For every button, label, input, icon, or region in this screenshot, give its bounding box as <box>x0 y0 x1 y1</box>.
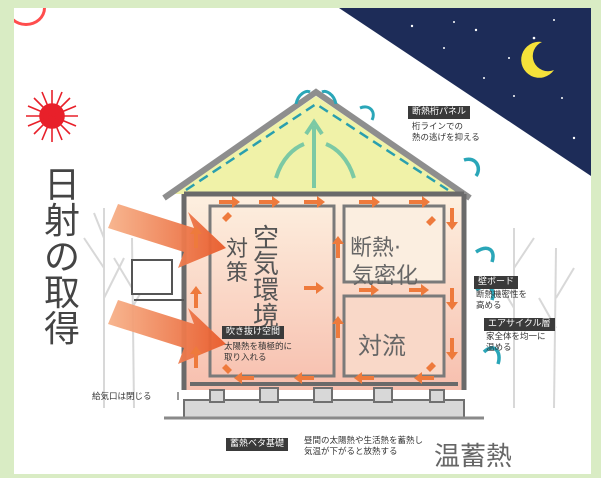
foundation-note: 昼間の太陽熱や生活熱を蓄熱し 気温が下がると放熱する <box>304 436 424 457</box>
wall-board-note: 断熱機密性を 高める <box>476 290 528 311</box>
wall-board-label: 壁ボード <box>474 276 519 289</box>
solar-ray-upper <box>108 204 226 268</box>
atrium-note: 太陽熱を積極的に 取り入れる <box>224 342 293 363</box>
foundation-slab <box>183 387 465 419</box>
moon-icon <box>521 41 554 78</box>
roof-air-layer <box>185 102 449 192</box>
air-cycle-note: 家全体を均一に 温める <box>486 332 546 353</box>
air-environment-text: 空 気 環 境 <box>252 224 279 332</box>
measures-text: 対 策 <box>225 237 248 286</box>
attic <box>174 96 460 194</box>
ridge-vent-arrows <box>294 90 375 121</box>
window <box>131 259 173 295</box>
solar-gain-title: 日 射 の 取 得 <box>43 165 80 350</box>
heat-storage-text: 温蓄熱 <box>434 442 513 472</box>
air-cycle-arrows <box>190 196 458 384</box>
house-diagram <box>26 8 591 420</box>
insulation-text: 断熱· <box>350 236 401 261</box>
vent-note: 給気口は閉じる <box>92 392 152 402</box>
air-cycle-label: エアサイクル層 <box>484 318 555 331</box>
inner-partitions <box>208 204 446 378</box>
attic-airflow <box>274 118 356 188</box>
convection-text: 対流 <box>358 332 406 360</box>
rafter-panel-label: 断熱桁パネル <box>408 106 471 119</box>
atrium-label: 吹き抜け空間 <box>222 326 285 339</box>
foundation-label: 蓄熱ベタ基礎 <box>226 438 289 451</box>
diagram-panel: 日 射 の 取 得 空 気 環 境 対 策 断熱· 気密化 対流 温蓄熱 断熱桁… <box>14 8 591 474</box>
airtight-text: 気密化 <box>352 264 419 289</box>
roof <box>162 88 472 201</box>
sun-icon <box>26 90 78 142</box>
rafter-panel-note: 桁ラインでの 熱の逃げを抑える <box>412 122 480 143</box>
stars <box>410 19 576 140</box>
